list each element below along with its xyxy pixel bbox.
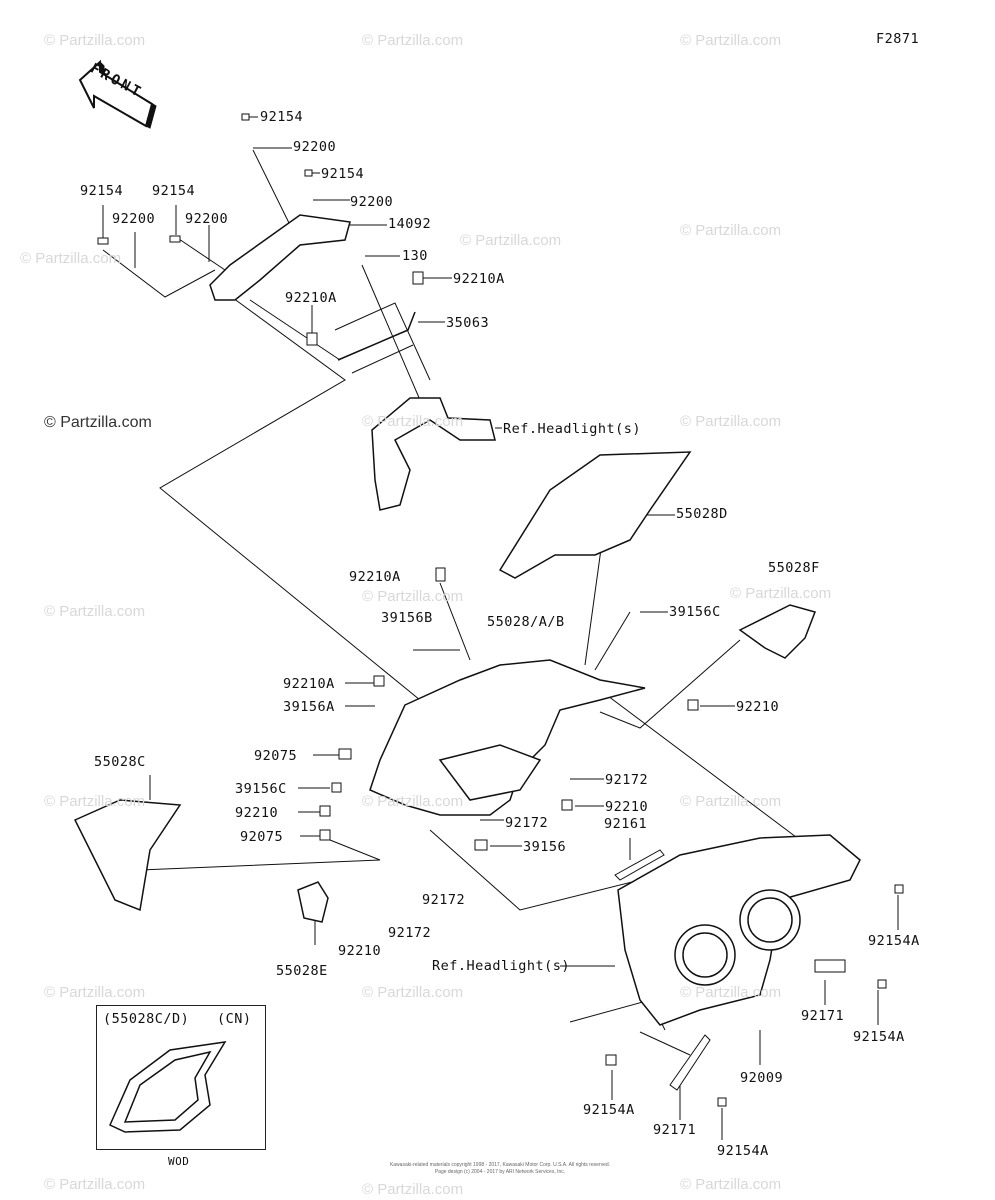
part-callout[interactable]: 92200 — [350, 194, 394, 210]
copyright-watermark: © Partzilla.com — [44, 414, 152, 431]
part-callout[interactable]: 39156C — [669, 604, 721, 620]
diagram-code: F2871 — [876, 31, 920, 47]
part-callout[interactable]: Ref.Headlight(s) — [503, 421, 642, 437]
assembly-lines — [102, 149, 801, 1056]
part-55028E — [297, 881, 329, 923]
footer-copyright: Kawasaki-related materials copyright 199… — [350, 1162, 650, 1176]
part-callout[interactable]: 92154 — [260, 109, 304, 125]
part-55028D-side-cover — [498, 451, 692, 579]
part-callout[interactable]: 92154A — [583, 1102, 635, 1118]
inset-part-ref: (55028C/D) — [103, 1011, 190, 1027]
part-callout[interactable]: 92210 — [605, 799, 649, 815]
inset-box: (55028C/D) (CN) — [96, 1005, 266, 1150]
part-callout[interactable]: 92161 — [604, 816, 648, 832]
part-callout[interactable]: 55028/A/B — [487, 614, 565, 630]
part-callout[interactable]: 39156 — [523, 839, 567, 855]
part-callout[interactable]: 55028F — [768, 560, 820, 576]
part-callout[interactable]: 92210A — [285, 290, 337, 306]
part-14092-cover — [209, 214, 351, 301]
part-callout[interactable]: 92210A — [283, 676, 335, 692]
part-callout[interactable]: 35063 — [446, 315, 490, 331]
part-callout[interactable]: 92172 — [605, 772, 649, 788]
part-callout[interactable]: 92154A — [717, 1143, 769, 1159]
part-callout[interactable]: 92154 — [80, 183, 124, 199]
footer-line: Kawasaki-related materials copyright 199… — [389, 1162, 611, 1168]
part-callout[interactable]: 92154A — [853, 1029, 905, 1045]
part-callout[interactable]: 92154 — [321, 166, 365, 182]
part-callout[interactable]: 130 — [402, 248, 428, 264]
inset-region: (CN) — [217, 1011, 252, 1027]
part-55028C — [73, 799, 182, 912]
part-callout[interactable]: 55028C — [94, 754, 146, 770]
part-callout[interactable]: 39156C — [235, 781, 287, 797]
part-callout[interactable]: 92009 — [740, 1070, 784, 1086]
part-55028-inner-cowl — [369, 659, 646, 816]
part-callout[interactable]: 92154A — [868, 933, 920, 949]
part-callout[interactable]: 55028E — [276, 963, 328, 979]
part-callout[interactable]: 39156B — [381, 610, 433, 626]
inset-caption: WOD — [168, 1155, 190, 1168]
part-callout[interactable]: 39156A — [283, 699, 335, 715]
part-35063-bracket — [337, 311, 496, 511]
part-callout[interactable]: 92210A — [453, 271, 505, 287]
part-callout[interactable]: 92154 — [152, 183, 196, 199]
part-callout[interactable]: 92200 — [293, 139, 337, 155]
part-callout[interactable]: 92075 — [240, 829, 284, 845]
part-callout[interactable]: 92171 — [653, 1122, 697, 1138]
part-callout[interactable]: 92075 — [254, 748, 298, 764]
part-55028F — [738, 604, 816, 659]
front-arrow-icon — [78, 59, 157, 129]
part-callout[interactable]: 92210A — [349, 569, 401, 585]
part-callout[interactable]: 92210 — [338, 943, 382, 959]
part-callout[interactable]: 92172 — [388, 925, 432, 941]
part-callout[interactable]: 92210 — [736, 699, 780, 715]
part-callout[interactable]: 14092 — [388, 216, 432, 232]
part-callout[interactable]: 92200 — [185, 211, 229, 227]
part-headlight-assembly — [617, 834, 861, 1026]
part-callout[interactable]: 92210 — [235, 805, 279, 821]
fasteners — [97, 113, 904, 1107]
inset-wod-cover-drawing — [109, 1041, 227, 1133]
part-callout[interactable]: 92171 — [801, 1008, 845, 1024]
part-callout[interactable]: 55028D — [676, 506, 728, 522]
part-callout[interactable]: Ref.Headlight(s) — [432, 958, 571, 974]
part-callout[interactable]: 92172 — [505, 815, 549, 831]
part-callout[interactable]: 92200 — [112, 211, 156, 227]
footer-line: Page design (c) 2004 - 2017 by ARI Netwo… — [434, 1169, 566, 1175]
part-callout[interactable]: 92172 — [422, 892, 466, 908]
